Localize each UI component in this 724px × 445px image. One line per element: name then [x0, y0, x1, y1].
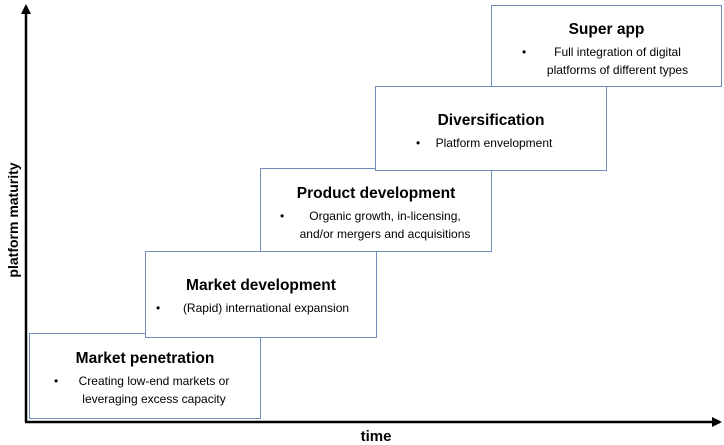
stage-title: Market penetration: [75, 350, 215, 367]
y-axis-label: platform maturity: [5, 162, 21, 278]
stage-title: Market development: [186, 277, 336, 294]
bullet-dot-icon: •: [156, 301, 161, 315]
x-axis-label: time: [360, 428, 392, 445]
bullet-text-line2: and/or mergers and acquisitions: [299, 227, 471, 241]
stage-diversification: Diversification • Platform envelopment: [375, 86, 607, 171]
stage-title: Diversification: [437, 112, 545, 129]
stage-bullet: • (Rapid) international expansion: [146, 299, 376, 317]
bullet-text-line2: leveraging excess capacity: [82, 392, 226, 406]
stage-bullet: • Organic growth, in-licensing, and/or m…: [261, 207, 491, 243]
bullet-text-line1: Full integration of digital: [554, 45, 681, 59]
stage-market-penetration: Market penetration • Creating low-end ma…: [29, 333, 261, 419]
bullet-text-line1: Organic growth, in-licensing,: [309, 209, 461, 223]
bullet-text-line1: (Rapid) international expansion: [182, 301, 350, 315]
bullet-dot-icon: •: [54, 374, 59, 388]
stage-bullet: • Creating low-end markets or leveraging…: [30, 372, 260, 408]
stage-super-app: Super app • Full integration of digital …: [491, 5, 722, 87]
stage-market-development: Market development • (Rapid) internation…: [145, 251, 377, 338]
bullet-text-line2: platforms of different types: [546, 63, 689, 77]
bullet-dot-icon: •: [416, 136, 421, 150]
stage-title: Super app: [568, 21, 645, 38]
stage-bullet: • Full integration of digital platforms …: [492, 43, 721, 79]
stage-bullet: • Platform envelopment: [376, 134, 606, 152]
bullet-dot-icon: •: [522, 45, 527, 59]
bullet-text-line1: Platform envelopment: [435, 136, 553, 150]
bullet-text-line1: Creating low-end markets or: [78, 374, 230, 388]
bullet-dot-icon: •: [280, 209, 285, 223]
stage-title: Product development: [296, 185, 456, 202]
stage-product-development: Product development • Organic growth, in…: [260, 168, 492, 252]
